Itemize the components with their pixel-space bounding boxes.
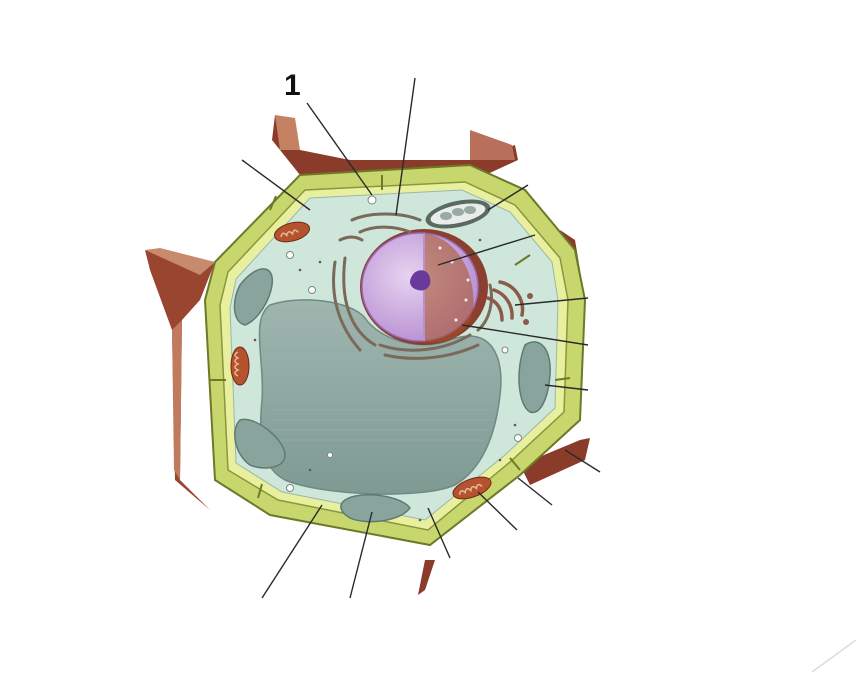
leader-line-chloroplast [487, 184, 529, 211]
ribosomes [253, 238, 517, 522]
leader-line-top [395, 77, 416, 216]
mitochondria [230, 221, 492, 500]
plasmodesmata [210, 175, 571, 499]
golgi-apparatus [486, 280, 533, 325]
label-1: 1 [284, 69, 301, 102]
leader-line-chloroplast-right [544, 384, 589, 391]
leader-line-er [461, 324, 589, 346]
leader-line-chloroplast-bottom [349, 511, 373, 599]
endoplasmic-reticulum [332, 212, 493, 360]
leader-line-mitochondrion [477, 491, 518, 531]
chloroplast-top [425, 199, 491, 229]
leader-line-wall-right [564, 449, 601, 473]
mitochondrion-bottom [452, 476, 492, 500]
corner-mark [811, 639, 856, 673]
mitochondrion-left [230, 346, 250, 386]
leader-line-left-top [241, 159, 311, 211]
chloroplasts [233, 268, 551, 523]
mitochondrion-top-left [273, 221, 311, 243]
leader-line-nucleus [437, 234, 536, 266]
nucleus [360, 229, 488, 345]
leader-line-golgi [514, 297, 589, 306]
vesicles [286, 195, 522, 492]
leader-line-membrane-right [517, 477, 553, 506]
leader-line-1 [306, 102, 373, 196]
nucleolus [410, 270, 431, 291]
leader-lines [241, 77, 601, 599]
leader-line-plasmodesma [427, 507, 451, 559]
leader-line-cytoplasm [261, 504, 323, 599]
